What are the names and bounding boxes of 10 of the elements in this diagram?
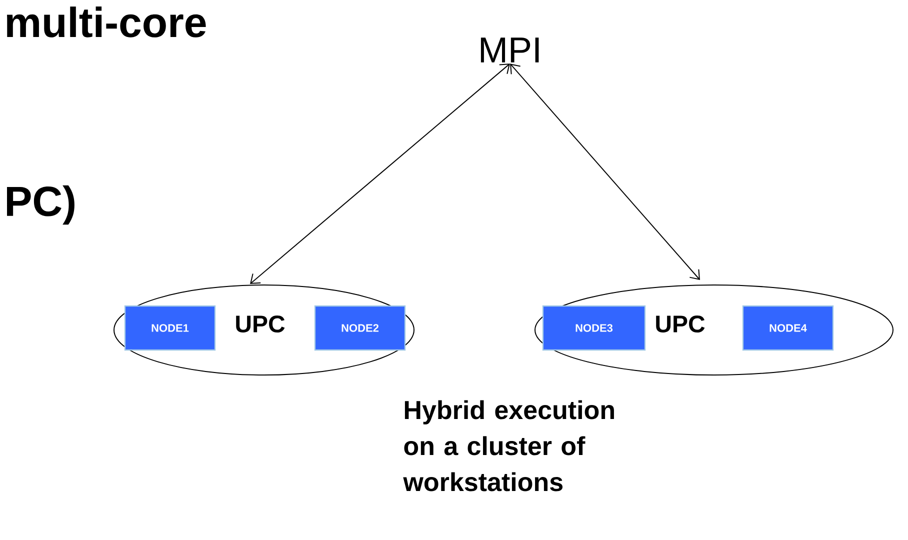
node-box: NODE3 [542, 305, 646, 351]
arrow [250, 64, 510, 284]
arrow [510, 64, 700, 280]
slide-text: multi-core [6, 6, 206, 38]
node-box: NODE2 [314, 305, 406, 351]
slide-text: PC) [7, 185, 74, 225]
node-box: NODE1 [124, 305, 216, 351]
node-box: NODE4 [742, 305, 834, 351]
caption: Hybrid execution on a cluster of workstations [403, 400, 614, 492]
heading-text: MPI [480, 38, 539, 62]
